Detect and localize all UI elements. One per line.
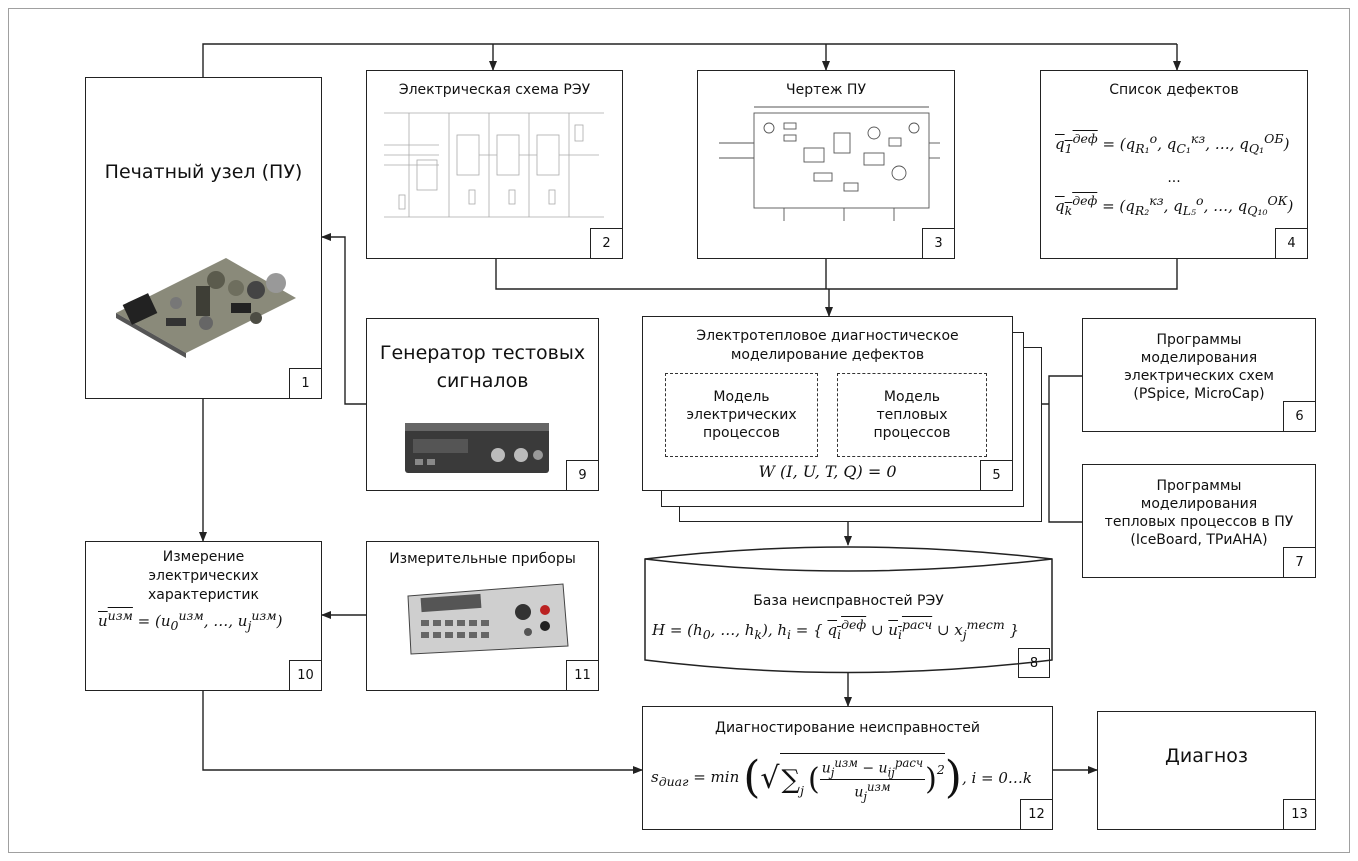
diagnosis-criterion-formula: sдиаг = min ( √ ∑j ( ujизм − uijрасч ujи… (651, 753, 1032, 804)
box-diagnostic-modeling: Электротепловое диагностическое моделиро… (642, 316, 1013, 491)
box-6-line3: электрических схем (1083, 367, 1315, 385)
box-thermal-sim-software: Программы моделирования тепловых процесс… (1082, 464, 1316, 578)
defect-ellipsis: ... (1041, 169, 1307, 187)
box-11-number: 11 (566, 660, 598, 690)
box-defect-list: Список дефектов q1деф = (qR₁о, qC₁кз, …,… (1040, 70, 1308, 259)
pcb-photo-image (106, 228, 301, 358)
box-8-title: База неисправностей РЭУ (643, 592, 1054, 610)
box-circuit-sim-software: Программы моделирования электрических сх… (1082, 318, 1316, 432)
box-diagnosis-result: Диагноз 13 (1097, 711, 1316, 830)
box-measurement: Измерение электрических характеристик uи… (85, 541, 322, 691)
circuit-schematic-image (379, 105, 611, 225)
measurement-vector-formula: uизм = (u0изм, …, ujизм) (98, 608, 282, 633)
arrow-9-to-1 (322, 237, 366, 404)
box-1-number: 1 (289, 368, 321, 398)
multimeter-image (403, 576, 573, 656)
box-4-number: 4 (1275, 228, 1307, 258)
arrow-2-to-merge (496, 259, 1177, 289)
arrow-1-to-bus (203, 44, 1177, 77)
box-9-line2: сигналов (367, 367, 598, 395)
box-8-number: 8 (1018, 648, 1050, 678)
box-5-title-line1: Электротепловое диагностическое (643, 327, 1012, 345)
box-fault-diagnosis: Диагностирование неисправностей sдиаг = … (642, 706, 1053, 830)
pcb-drawing-image (714, 103, 940, 228)
box-1-title: Печатный узел (ПУ) (86, 158, 321, 186)
box-13-title: Диагноз (1098, 742, 1315, 770)
box-9-line1: Генератор тестовых (367, 339, 598, 367)
box-test-signal-generator: Генератор тестовых сигналов 9 (366, 318, 599, 491)
box-7-line1: Программы (1083, 477, 1315, 495)
box-printed-unit: Печатный узел (ПУ) 1 (85, 77, 322, 399)
fault-database-formula: H = (h0, …, hk), hi = { qiдеф ∪ uiрасч ∪… (652, 617, 1019, 642)
arrow-6-bracket (1049, 376, 1082, 522)
box-2-number: 2 (590, 228, 622, 258)
model-equation: W (I, U, T, Q) = 0 (643, 463, 1012, 481)
box-7-line3: тепловых процессов в ПУ (1083, 513, 1315, 531)
box-6-number: 6 (1283, 401, 1315, 431)
box-12-number: 12 (1020, 799, 1052, 829)
box-2-title: Электрическая схема РЭУ (367, 81, 622, 99)
thermal-process-model: Модель тепловых процессов (837, 373, 987, 457)
box-13-number: 13 (1283, 799, 1315, 829)
box-11-title: Измерительные приборы (367, 550, 598, 568)
signal-generator-image (403, 417, 551, 479)
box-7-line4: (IceBoard, ТРиАНА) (1083, 531, 1315, 549)
box-7-line2: моделирования (1083, 495, 1315, 513)
box-6-line1: Программы (1083, 331, 1315, 349)
box-5-title-line2: моделирование дефектов (643, 346, 1012, 364)
box-3-title: Чертеж ПУ (698, 81, 954, 99)
defect-vector-1-formula: q1деф = (qR₁о, qC₁кз, …, qQ₁ОБ) (1055, 131, 1289, 156)
box-fault-database (643, 545, 1054, 678)
box-3-number: 3 (922, 228, 954, 258)
box-5-number: 5 (980, 460, 1012, 490)
box-7-number: 7 (1283, 547, 1315, 577)
box-4-title: Список дефектов (1041, 81, 1307, 99)
box-pcb-drawing: Чертеж ПУ 3 (697, 70, 955, 259)
box-6-line2: моделирования (1083, 349, 1315, 367)
box-9-number: 9 (566, 460, 598, 490)
box-10-line1: Измерение (86, 548, 321, 566)
box-10-line3: характеристик (86, 586, 321, 604)
electric-process-model: Модель электрических процессов (665, 373, 818, 457)
box-10-number: 10 (289, 660, 321, 690)
box-electric-circuit: Электрическая схема РЭУ 2 (366, 70, 623, 259)
arrow-10-to-12 (203, 691, 642, 770)
box-6-line4: (PSpice, MicroCap) (1083, 385, 1315, 403)
defect-vector-k-formula: qkдеф = (qR₂кз, qL₅о, …, qQ₁₀ОК) (1055, 193, 1293, 218)
box-10-line2: электрических (86, 567, 321, 585)
box-12-title: Диагностирование неисправностей (643, 719, 1052, 737)
box-measuring-instruments: Измерительные приборы 11 (366, 541, 599, 691)
